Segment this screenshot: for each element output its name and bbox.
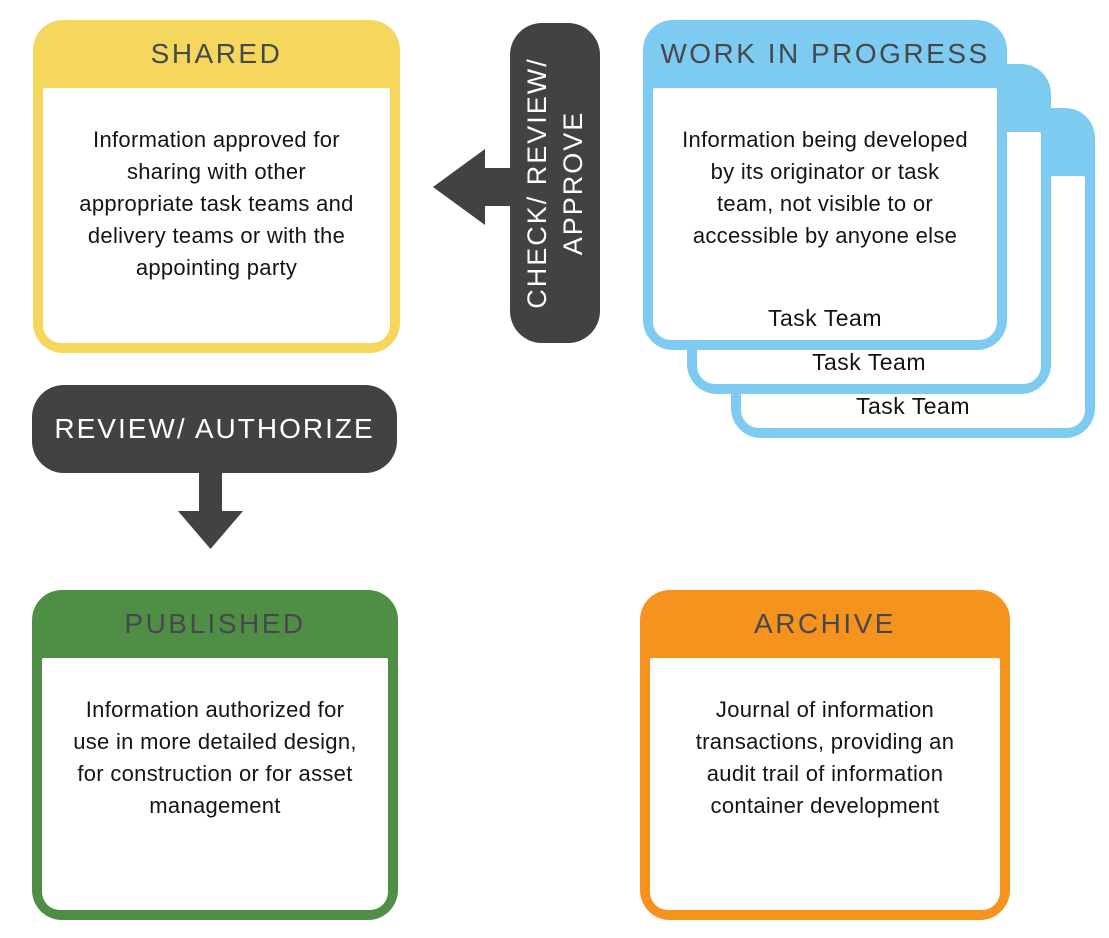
card-archive-body-panel xyxy=(650,658,1000,910)
card-published-title: PUBLISHED xyxy=(124,608,306,639)
card-archive-title: ARCHIVE xyxy=(754,608,896,639)
card-published: PUBLISHED Information authorized for use… xyxy=(32,590,398,920)
task-team-label-2: Task Team xyxy=(811,349,926,375)
card-shared-body: Information approved for sharing with ot… xyxy=(79,127,354,280)
card-archive: ARCHIVE Journal of information transacti… xyxy=(640,590,1010,920)
card-published-body: Information authorized for use in more d… xyxy=(73,697,357,818)
card-work-in-progress-title: WORK IN PROGRESS xyxy=(660,38,990,69)
card-work-in-progress-body-panel xyxy=(653,88,997,340)
check-review-approve-label: CHECK/ REVIEW/ APPROVE xyxy=(522,57,588,309)
task-team-label-1: Task Team xyxy=(767,305,882,331)
review-authorize-label: REVIEW/ AUTHORIZE xyxy=(54,413,375,444)
check-review-approve-pill: CHECK/ REVIEW/ APPROVE xyxy=(510,23,600,343)
task-team-label-3: Task Team xyxy=(855,393,970,419)
arrow-down-icon xyxy=(178,472,243,550)
card-shared: SHARED Information approved for sharing … xyxy=(33,20,400,353)
review-authorize-pill: REVIEW/ AUTHORIZE xyxy=(32,385,397,473)
card-shared-title: SHARED xyxy=(150,38,283,69)
card-work-in-progress: WORK IN PROGRESS Information being devel… xyxy=(643,20,1007,350)
card-archive-body: Journal of information transactions, pro… xyxy=(695,697,955,818)
arrow-left-icon xyxy=(430,146,515,228)
card-published-body-panel xyxy=(42,658,388,910)
card-work-in-progress-body: Information being developed by its origi… xyxy=(682,127,968,248)
card-shared-body-panel xyxy=(43,88,390,343)
